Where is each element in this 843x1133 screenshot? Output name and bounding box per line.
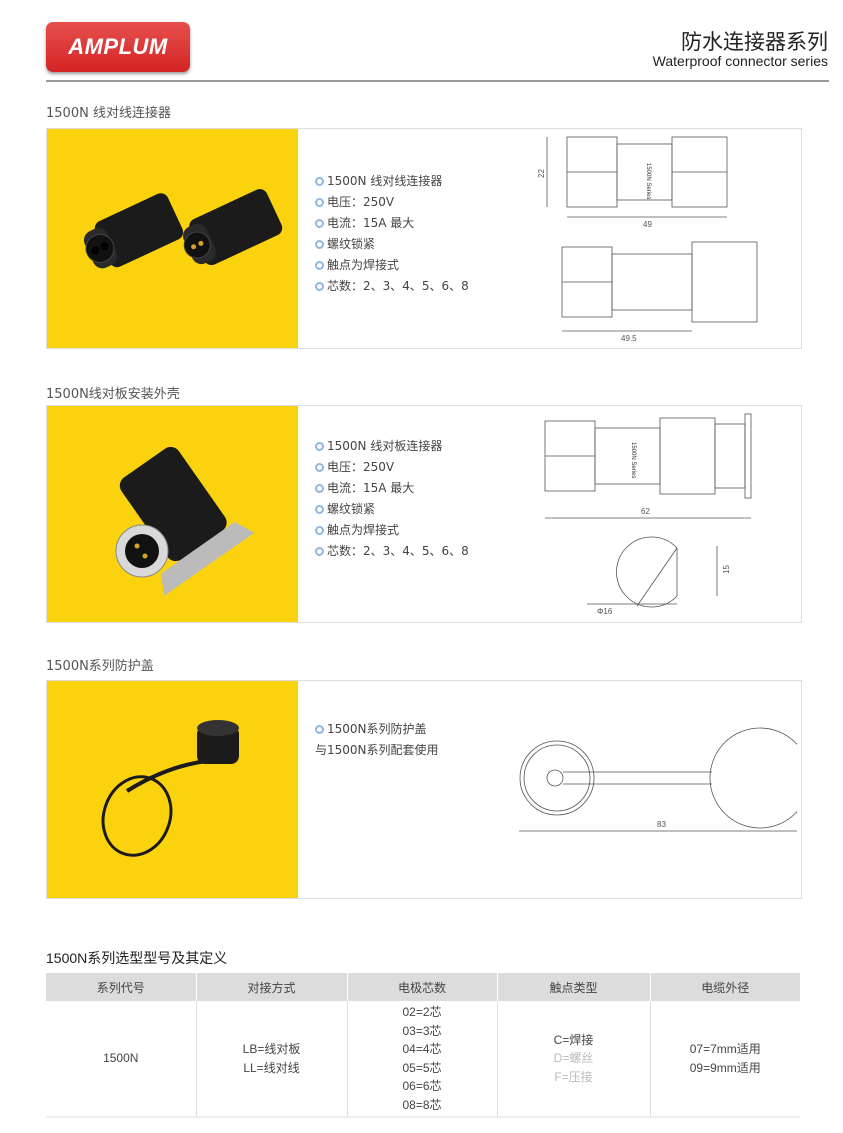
bullet-icon [315,526,324,535]
page-subtitle: Waterproof connector series [652,53,828,69]
dimension-drawing: 22 49 1500N Series 49.5 [537,136,758,343]
spec-item: 电流：15A 最大 [315,213,469,234]
spec-item: 1500N 线对板连接器 [315,436,469,457]
bullet-icon [315,177,324,186]
spec-item: 芯数：2、3、4、5、6、8 [315,541,469,562]
header-divider [46,80,829,82]
bullet-icon [315,261,324,270]
svg-text:49.5: 49.5 [621,334,637,343]
svg-text:83: 83 [657,820,666,829]
bullet-icon [315,240,324,249]
svg-text:62: 62 [641,507,650,516]
svg-text:Φ16: Φ16 [597,607,613,616]
spec-list: 1500N系列防护盖 与1500N系列配套使用 [315,719,439,761]
header-contact: 触点类型 [496,973,650,1001]
spec-item: 与1500N系列配套使用 [315,743,439,757]
header-cable: 电缆外径 [649,973,800,1001]
header-mating: 对接方式 [195,973,347,1001]
product-panel-wire-to-wire: 1500N 线对线连接器 电压：250V 电流：15A 最大 螺纹锁紧 触点为焊… [46,128,802,349]
product-photo [47,406,298,622]
svg-text:1500N Series: 1500N Series [645,163,651,199]
connector-photo [115,446,255,596]
protective-cap-photo [101,720,239,857]
header-series: 系列代号 [46,973,196,1001]
svg-text:1500N Series: 1500N Series [630,442,636,478]
spec-item: 1500N 线对线连接器 [315,171,469,192]
dimension-drawing: 1500N Series 62 15 Φ16 [544,413,752,616]
bullet-icon [315,442,324,451]
product-photo [47,129,298,348]
spec-item: 触点为焊接式 [315,520,469,541]
dimension-drawing: 83 [519,727,797,832]
spec-item: 电流：15A 最大 [315,478,469,499]
bullet-icon [315,219,324,228]
bullet-icon [315,484,324,493]
connector-photo [83,189,283,269]
spec-item: 电压：250V [315,457,469,478]
spec-item: 1500N系列防护盖 [315,719,439,740]
header-poles: 电极芯数 [346,973,497,1001]
section-label: 1500N系列防护盖 [46,659,154,674]
cell-series: 1500N [46,1001,196,1118]
amplum-logo: AMPLUM [46,22,190,72]
spec-item: 电压：250V [315,192,469,213]
page-title: 防水连接器系列 [681,31,828,54]
bullet-icon [315,505,324,514]
svg-text:15: 15 [722,565,731,574]
spec-item: 螺纹锁紧 [315,234,469,255]
spec-list: 1500N 线对板连接器 电压：250V 电流：15A 最大 螺纹锁紧 触点为焊… [315,436,469,562]
table-header-row: 系列代号 对接方式 电极芯数 触点类型 电缆外径 [46,973,800,1001]
bullet-icon [315,547,324,556]
bullet-icon [315,463,324,472]
spec-item: 芯数：2、3、4、5、6、8 [315,276,469,297]
table-title: 1500N系列选型型号及其定义 [46,950,228,966]
product-panel-protective-cap: 1500N系列防护盖 与1500N系列配套使用 83 [46,680,802,899]
bullet-icon [315,725,324,734]
product-photo [47,681,298,898]
spec-list: 1500N 线对线连接器 电压：250V 电流：15A 最大 螺纹锁紧 触点为焊… [315,171,469,297]
product-panel-wire-to-board: 1500N 线对板连接器 电压：250V 电流：15A 最大 螺纹锁紧 触点为焊… [46,405,802,623]
spec-item: 螺纹锁紧 [315,499,469,520]
section-label: 1500N 线对线连接器 [46,106,171,121]
bullet-icon [315,282,324,291]
svg-text:22: 22 [537,169,546,178]
bullet-icon [315,198,324,207]
spec-item: 触点为焊接式 [315,255,469,276]
section-label: 1500N线对板安装外壳 [46,387,180,402]
svg-text:49: 49 [643,220,652,229]
